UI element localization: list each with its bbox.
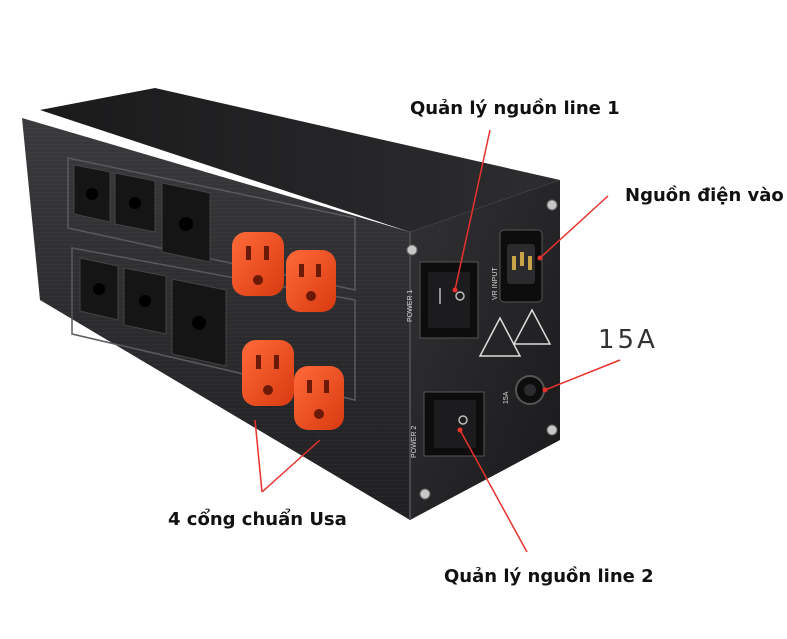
callout-lines bbox=[254, 129, 621, 553]
marking-fuse: 15A bbox=[503, 391, 510, 404]
label-power-line-1: Quản lý nguồn line 1 bbox=[410, 98, 620, 119]
usa-outlet bbox=[242, 340, 294, 406]
label-usa-outlets: 4 cổng chuẩn Usa bbox=[168, 509, 347, 530]
warning-icon bbox=[478, 308, 552, 357]
power-switch-1[interactable] bbox=[419, 261, 479, 339]
universal-outlet bbox=[114, 172, 156, 233]
outlet-panel-upper bbox=[67, 157, 356, 291]
power-switch-2[interactable] bbox=[423, 391, 485, 457]
universal-outlet bbox=[161, 182, 211, 263]
fuse-holder bbox=[515, 375, 545, 405]
enclosure-top bbox=[40, 88, 560, 232]
universal-outlet bbox=[79, 257, 119, 321]
usa-outlet bbox=[286, 250, 336, 312]
label-power-line-2: Quản lý nguồn line 2 bbox=[444, 566, 654, 587]
universal-outlet bbox=[123, 267, 167, 335]
marking-power-2: POWER 2 bbox=[411, 426, 418, 458]
label-power-input: Nguồn điện vào bbox=[625, 185, 784, 206]
usa-outlet bbox=[232, 232, 284, 296]
screw bbox=[406, 199, 558, 500]
power-inlet bbox=[499, 229, 543, 303]
universal-outlet bbox=[171, 278, 227, 367]
usa-outlet bbox=[294, 366, 344, 430]
marking-power-1: POWER 1 bbox=[407, 290, 414, 322]
marking-vr-input: VR INPUT bbox=[492, 267, 499, 300]
universal-outlet bbox=[73, 164, 111, 223]
label-fuse-rating: 15A bbox=[598, 325, 658, 355]
